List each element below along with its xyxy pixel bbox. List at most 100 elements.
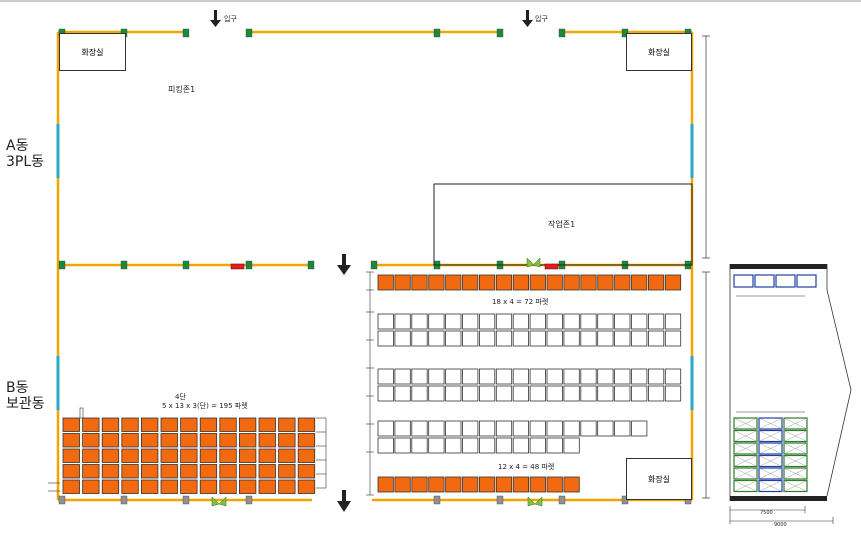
pallet-orange bbox=[121, 464, 139, 479]
pallet-orange bbox=[258, 433, 276, 448]
rack-brace bbox=[758, 480, 783, 492]
pallet-empty bbox=[495, 385, 513, 402]
pallet-orange bbox=[238, 464, 257, 479]
rack-brace bbox=[783, 430, 808, 442]
pallet-empty bbox=[495, 437, 513, 454]
pallet-orange bbox=[563, 476, 580, 493]
pallet-orange bbox=[428, 476, 445, 493]
pallet-orange bbox=[160, 433, 178, 448]
pallet-orange bbox=[445, 274, 462, 291]
left-rack-formula: 5 x 13 x 3(단) = 195 파렛 bbox=[162, 402, 248, 410]
pallet-orange bbox=[121, 448, 139, 463]
pallet-empty bbox=[648, 313, 665, 330]
pallet-empty bbox=[445, 330, 462, 347]
pallet-empty bbox=[394, 437, 411, 454]
pallet-orange bbox=[101, 448, 120, 463]
pallet-empty bbox=[377, 313, 394, 330]
pallet-orange bbox=[614, 274, 631, 291]
equipment-marker bbox=[230, 263, 245, 270]
pallet-orange bbox=[631, 274, 648, 291]
pallet-orange bbox=[101, 433, 120, 448]
pallet-orange bbox=[297, 448, 316, 463]
top-rack-formula: 18 x 4 = 72 파렛 bbox=[492, 298, 549, 306]
entrance-label-1: 입구 bbox=[224, 15, 237, 23]
pallet-empty bbox=[614, 313, 631, 330]
pallet-empty bbox=[597, 368, 614, 385]
entrance-label-2: 입구 bbox=[535, 15, 548, 23]
pallet-empty bbox=[478, 437, 496, 454]
pallet-orange bbox=[140, 479, 159, 494]
pallet-orange bbox=[219, 433, 237, 448]
pallet-empty bbox=[478, 313, 496, 330]
pallet-empty bbox=[495, 330, 513, 347]
pallet-empty bbox=[546, 437, 563, 454]
pallet-orange bbox=[580, 274, 597, 291]
pallet-empty bbox=[445, 313, 462, 330]
pallet-empty bbox=[394, 313, 411, 330]
pallet-orange bbox=[62, 417, 80, 432]
rack-brace bbox=[783, 442, 808, 455]
pallet-empty bbox=[631, 330, 648, 347]
pallet-orange bbox=[258, 464, 276, 479]
dim-7500: 7500 bbox=[760, 510, 773, 516]
pallet-empty bbox=[664, 330, 682, 347]
work-zone-area bbox=[433, 183, 693, 266]
column bbox=[307, 260, 315, 270]
toilet-a-right: 화장실 bbox=[626, 33, 692, 71]
pallet-orange bbox=[377, 476, 394, 493]
pallet-orange bbox=[478, 476, 496, 493]
pallet-empty bbox=[495, 368, 513, 385]
pallet-orange bbox=[140, 433, 159, 448]
pallet-orange bbox=[121, 479, 139, 494]
pallet-empty bbox=[411, 330, 428, 347]
pallet-orange bbox=[278, 464, 296, 479]
rack-brace bbox=[783, 480, 808, 492]
pallet-empty bbox=[580, 420, 597, 437]
pallet-orange bbox=[140, 417, 159, 432]
pallet-orange bbox=[529, 476, 546, 493]
pallet-orange bbox=[180, 448, 198, 463]
pallet-empty bbox=[377, 420, 394, 437]
pallet-empty bbox=[428, 330, 445, 347]
pallet-empty bbox=[445, 368, 462, 385]
pallet-empty bbox=[478, 385, 496, 402]
pallet-orange bbox=[411, 476, 428, 493]
pallet-empty bbox=[631, 368, 648, 385]
pallet-orange bbox=[101, 479, 120, 494]
rack-brace bbox=[758, 442, 783, 455]
pallet-orange bbox=[180, 464, 198, 479]
pallet-orange bbox=[238, 448, 257, 463]
pallet-empty bbox=[614, 385, 631, 402]
bottom-rack-formula: 12 x 4 = 48 파렛 bbox=[498, 463, 555, 471]
pallet-orange bbox=[546, 476, 563, 493]
pallet-empty bbox=[597, 330, 614, 347]
pallet-orange bbox=[62, 464, 80, 479]
pallet-empty bbox=[546, 368, 563, 385]
column bbox=[621, 495, 629, 505]
pallet-orange bbox=[199, 417, 218, 432]
pallet-orange bbox=[219, 417, 237, 432]
pallet-orange bbox=[278, 417, 296, 432]
pallet-orange bbox=[140, 464, 159, 479]
pallet-empty bbox=[377, 368, 394, 385]
pallet-empty bbox=[614, 420, 631, 437]
pallet-orange bbox=[238, 433, 257, 448]
overall-dim-lines bbox=[702, 35, 710, 499]
pallet-orange bbox=[664, 274, 682, 291]
column bbox=[182, 495, 190, 505]
section-rack-bays bbox=[733, 274, 817, 493]
rack-section-elevation bbox=[729, 264, 852, 524]
pallet-orange bbox=[597, 274, 614, 291]
rack-brace bbox=[733, 467, 758, 480]
column bbox=[496, 28, 504, 38]
pallet-orange bbox=[62, 433, 80, 448]
pallet-empty bbox=[411, 437, 428, 454]
column bbox=[120, 495, 128, 505]
pallet-empty bbox=[462, 385, 479, 402]
pallet-empty bbox=[445, 437, 462, 454]
pallet-orange bbox=[62, 479, 80, 494]
pallet-orange bbox=[199, 464, 218, 479]
pallet-empty bbox=[411, 368, 428, 385]
entrance-arrows bbox=[210, 10, 533, 512]
